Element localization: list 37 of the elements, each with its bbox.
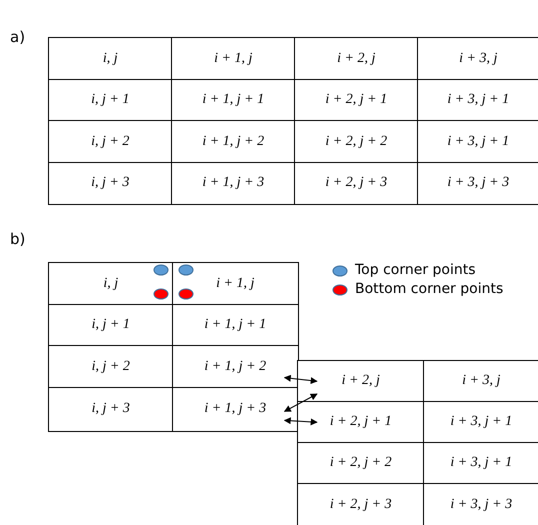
table-cell: i + 3, j xyxy=(417,37,538,80)
table-cell: i, j xyxy=(48,37,172,80)
grid-cell: i + 1, j + 3 xyxy=(172,387,298,432)
table-cell: i + 3, j + 1 xyxy=(417,120,538,164)
grid-cell: i + 2, j + 1 xyxy=(297,401,424,444)
grid-cell: i + 2, j xyxy=(297,360,424,402)
grid-cell: i + 1, j + 1 xyxy=(172,304,298,346)
panel-label: b) xyxy=(10,230,26,248)
panel-label: a) xyxy=(10,28,26,46)
grid-cell: i + 3, j + 1 xyxy=(423,442,538,484)
grid-cell: i + 3, j + 3 xyxy=(423,483,538,525)
table-cell: i + 2, j + 3 xyxy=(294,162,418,204)
table-cell: i + 3, j + 3 xyxy=(417,162,538,204)
legend-label: Bottom corner points xyxy=(355,281,504,297)
table-cell: i + 2, j + 2 xyxy=(294,120,418,164)
table-cell: i + 2, j + 1 xyxy=(294,79,418,122)
grid-cell: i + 2, j + 3 xyxy=(297,483,424,525)
table-cell: i, j + 1 xyxy=(48,79,172,122)
grid-cell: i, j + 3 xyxy=(48,387,174,432)
grid-cell: i + 1, j + 2 xyxy=(172,345,298,388)
table-cell: i + 3, j + 1 xyxy=(417,79,538,122)
grid-cell: i + 2, j + 2 xyxy=(297,442,424,484)
grid-cell: i + 3, j xyxy=(423,360,538,402)
table-cell: i + 2, j xyxy=(294,37,418,80)
grid-cell: i, j + 2 xyxy=(48,345,174,388)
table-cell: i + 1, j xyxy=(171,37,296,80)
table-cell: i, j + 2 xyxy=(48,120,172,164)
table-cell: i + 1, j + 3 xyxy=(171,162,296,204)
legend-label: Top corner points xyxy=(355,262,476,278)
double-arrow xyxy=(284,417,318,426)
table-cell: i, j + 3 xyxy=(48,162,172,204)
table-cell: i + 1, j + 2 xyxy=(171,120,296,164)
table-cell: i + 1, j + 1 xyxy=(171,79,296,122)
grid-cell: i + 3, j + 1 xyxy=(423,401,538,444)
double-arrow xyxy=(284,374,318,384)
grid-cell: i, j + 1 xyxy=(48,304,174,346)
double-arrow xyxy=(284,394,318,412)
